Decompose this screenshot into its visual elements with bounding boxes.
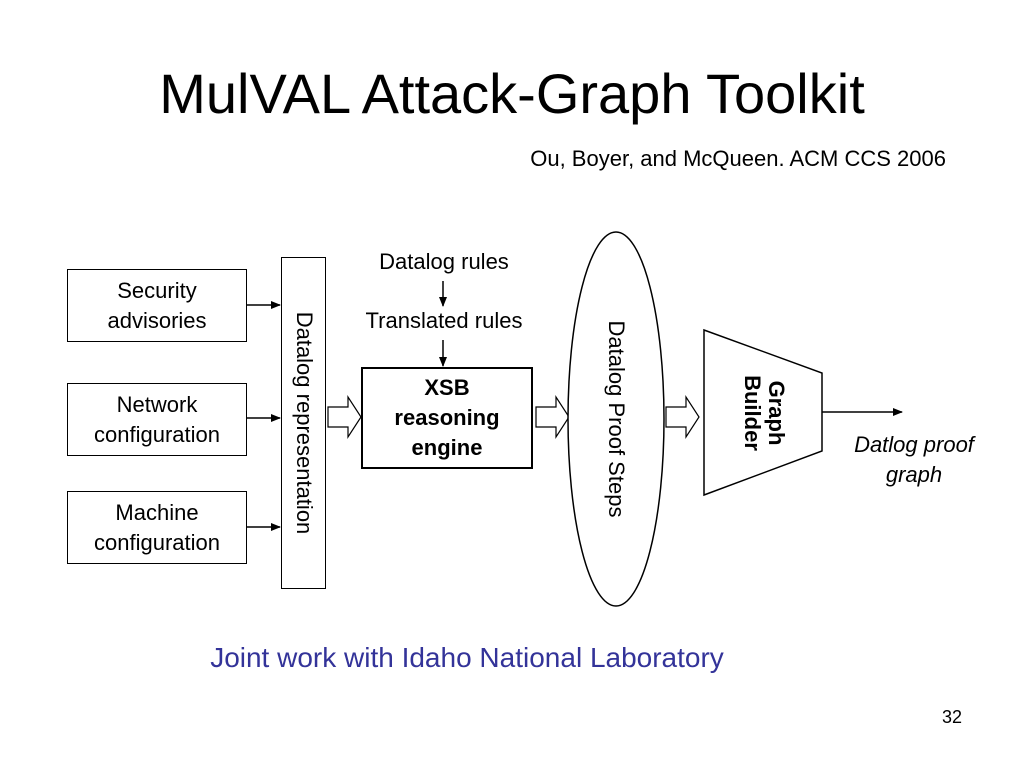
proof-steps-label-wrap: Datalog Proof Steps (568, 232, 664, 606)
graph-builder-label: Graph Builder (740, 375, 789, 451)
citation: Ou, Boyer, and McQueen. ACM CCS 2006 (530, 146, 946, 171)
security-advisories-label: Security advisories (107, 277, 207, 333)
xsb-reasoning-engine-label: XSB reasoning engine (394, 375, 500, 460)
network-configuration-box: Network configuration (67, 383, 247, 456)
block-arrow-proof-to-builder (665, 394, 700, 440)
page-number: 32 (941, 707, 962, 727)
xsb-reasoning-engine-box: XSB reasoning engine (361, 367, 533, 469)
slide-title: MulVAL Attack-Graph Toolkit (159, 62, 865, 125)
proof-steps-ellipse (567, 231, 665, 607)
proof-steps-label: Datalog Proof Steps (604, 320, 629, 518)
datalog-representation-box: Datalog representation (281, 257, 326, 589)
block-arrow-xsb-to-proof (535, 394, 570, 440)
network-configuration-label: Network configuration (94, 391, 220, 447)
machine-configuration-box: Machine configuration (67, 491, 247, 564)
machine-configuration-label: Machine configuration (94, 499, 220, 555)
datalog-representation-label: Datalog representation (291, 311, 317, 535)
translated-rules-label: Translated rules (365, 308, 523, 333)
graph-builder-label-wrap: Graph Builder (704, 330, 824, 496)
footer-note: Joint work with Idaho National Laborator… (210, 642, 724, 673)
block-arrow-representation-to-xsb (327, 394, 362, 440)
graph-builder-shape (703, 328, 823, 497)
output-label: Datlog proof graph (854, 432, 974, 487)
security-advisories-box: Security advisories (67, 269, 247, 342)
datalog-rules-label: Datalog rules (379, 249, 509, 274)
